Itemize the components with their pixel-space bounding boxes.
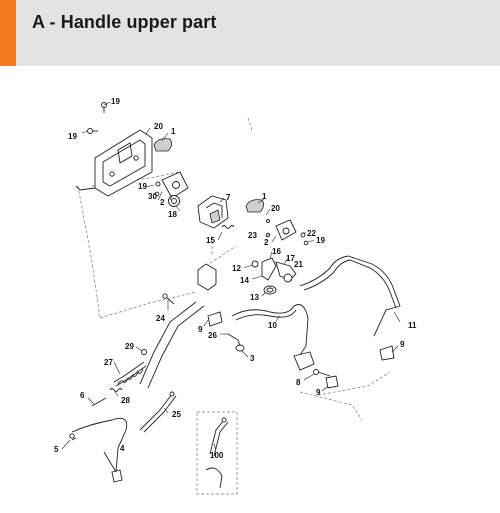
page-title: A - Handle upper part	[32, 12, 217, 32]
parts-diagram: 19 19 20 1 19 30 2 18 7 15 1 20 23 2 22 …	[0, 66, 500, 513]
callout-6: 6	[80, 391, 85, 400]
callout-26: 26	[208, 331, 217, 340]
handle-bar-left	[139, 263, 217, 389]
screw-upper-19	[87, 102, 107, 134]
callout-9: 9	[400, 340, 405, 349]
callout-22: 22	[307, 229, 316, 238]
callout-19: 19	[138, 182, 147, 191]
clip-28	[109, 388, 123, 392]
callout-23: 23	[248, 231, 257, 240]
cable-25	[139, 391, 177, 433]
callout-14: 14	[240, 276, 249, 285]
callout-20: 20	[154, 122, 163, 131]
callout-1: 1	[262, 192, 267, 201]
callout-8: 8	[296, 378, 301, 387]
callout-2: 2	[160, 198, 165, 207]
callout-5: 5	[54, 445, 59, 454]
callout-2: 2	[264, 238, 269, 247]
switch-assembly-left	[154, 171, 189, 207]
spring-15	[221, 225, 235, 229]
cap-right	[245, 199, 264, 213]
cable-assembly-left	[69, 397, 128, 483]
callout-24: 24	[156, 314, 165, 323]
callout-25: 25	[172, 410, 181, 419]
bolt-24	[162, 293, 175, 305]
callout-27: 27	[104, 358, 113, 367]
callout-100: 100	[210, 451, 224, 460]
accent-bar	[0, 0, 16, 66]
cable-guide-rod	[231, 304, 309, 359]
leader-lines	[61, 101, 401, 451]
lever-assembly	[251, 257, 297, 295]
exploded-view-drawing: 19 19 20 1 19 30 2 18 7 15 1 20 23 2 22 …	[54, 97, 417, 495]
switch-assembly-right	[265, 219, 309, 246]
bushing-9-left	[207, 311, 223, 327]
callout-20: 20	[271, 204, 280, 213]
switch-housing	[197, 195, 229, 229]
callout-18: 18	[168, 210, 177, 219]
callout-21: 21	[294, 260, 303, 269]
connector-26	[227, 333, 245, 352]
callout-3: 3	[250, 354, 255, 363]
callout-4: 4	[120, 444, 125, 453]
callout-19: 19	[68, 132, 77, 141]
cable-kit-100	[196, 411, 238, 495]
callout-29: 29	[125, 342, 134, 351]
lower-bracket	[293, 345, 395, 389]
control-panel-bracket	[75, 129, 153, 197]
callout-30: 30	[148, 192, 157, 201]
callout-7: 7	[226, 193, 231, 202]
handle-tube-outline	[77, 117, 391, 421]
callout-1: 1	[171, 127, 176, 136]
callout-labels: 19 19 20 1 19 30 2 18 7 15 1 20 23 2 22 …	[54, 97, 417, 460]
bail-lever	[299, 255, 401, 337]
callout-9: 9	[316, 388, 321, 397]
callout-11: 11	[408, 321, 417, 330]
cap-upper	[153, 138, 172, 152]
callout-13: 13	[250, 293, 259, 302]
page-header: A - Handle upper part	[0, 0, 500, 66]
callout-16: 16	[272, 247, 281, 256]
callout-28: 28	[121, 396, 130, 405]
tension-spring	[113, 349, 147, 387]
callout-10: 10	[268, 321, 277, 330]
callout-19: 19	[316, 236, 325, 245]
callout-15: 15	[206, 236, 215, 245]
callout-9: 9	[198, 325, 203, 334]
callout-19: 19	[111, 97, 120, 106]
callout-17: 17	[286, 254, 295, 263]
callout-12: 12	[232, 264, 241, 273]
